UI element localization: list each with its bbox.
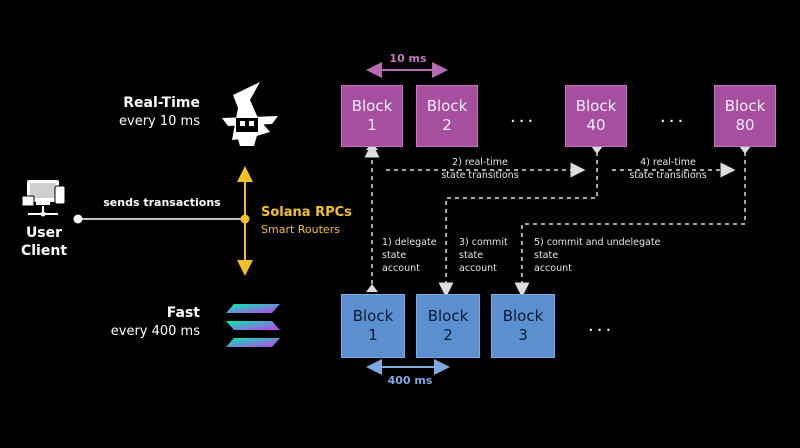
step2-line1: 2) real-time xyxy=(452,157,508,168)
realtime-block: Block 80 xyxy=(714,85,776,147)
realtime-subtitle: every 10 ms xyxy=(119,114,200,129)
step3-label: 3) commit state account xyxy=(459,236,508,275)
block80-bottom-marker xyxy=(739,146,751,154)
realtime-block: Block 2 xyxy=(416,85,478,147)
step3-line3: account xyxy=(459,263,497,274)
block-label: Block xyxy=(502,307,544,325)
block-number: 1 xyxy=(367,116,377,134)
fast-block: Block 3 xyxy=(491,294,555,358)
rpc-title: Solana RPCs xyxy=(261,205,352,220)
step4-line1: 4) real-time xyxy=(640,157,696,168)
fast-ellipsis: ... xyxy=(588,315,615,336)
realtime-ellipsis-2: ... xyxy=(660,106,687,127)
step3-line2: state xyxy=(459,250,484,261)
step2-label: 2) real-time state transitions xyxy=(430,156,530,182)
fast-block: Block 2 xyxy=(416,294,480,358)
user-client-label: User Client xyxy=(14,224,74,260)
sends-transactions-label: sends transactions xyxy=(103,196,221,209)
step5-label: 5) commit and undelegate state account xyxy=(534,236,660,275)
block-number: 2 xyxy=(443,326,453,344)
block-number: 1 xyxy=(368,326,378,344)
step1-line1: 1) delegate xyxy=(382,237,437,248)
step5-line3: account xyxy=(534,263,572,274)
block-number: 40 xyxy=(586,116,606,134)
block-number: 3 xyxy=(518,326,528,344)
user-line2: Client xyxy=(20,243,68,259)
step1-label: 1) delegate state account xyxy=(382,236,437,275)
step1-line2: state xyxy=(382,250,407,261)
step2-line2: state transitions xyxy=(441,170,519,181)
realtime-ellipsis-1: ... xyxy=(510,106,537,127)
realtime-block: Block 40 xyxy=(565,85,627,147)
fast-label: Fast every 400 ms xyxy=(80,305,200,339)
step4-line2: state transitions xyxy=(629,170,707,181)
user-line1: User xyxy=(25,225,63,241)
realtime-title: Real-Time xyxy=(123,95,200,111)
block-label: Block xyxy=(575,97,617,115)
step5-line2: state xyxy=(534,250,559,261)
block-label: Block xyxy=(351,97,393,115)
step1-line3: account xyxy=(382,263,420,274)
fast-block1-top-marker xyxy=(366,284,378,292)
block-label: Block xyxy=(352,307,394,325)
fast-title: Fast xyxy=(166,305,200,321)
rpc-subtitle: Smart Routers xyxy=(261,223,340,236)
block-number: 2 xyxy=(442,116,452,134)
block-number: 80 xyxy=(735,116,755,134)
block-label: Block xyxy=(427,307,469,325)
fast-interval-label: 400 ms xyxy=(387,374,433,387)
step5-commit-undelegate-arrow xyxy=(514,152,746,298)
realtime-interval-label: 10 ms xyxy=(389,52,427,65)
step3-line1: 3) commit xyxy=(459,237,508,248)
step4-label: 4) real-time state transitions xyxy=(618,156,718,182)
realtime-label: Real-Time every 10 ms xyxy=(80,95,200,129)
step3-commit-arrow xyxy=(438,152,598,298)
realtime-block: Block 1 xyxy=(341,85,403,147)
user-line-start-dot xyxy=(73,214,83,224)
rpc-label: Solana RPCs Smart Routers xyxy=(261,205,371,236)
block-label: Block xyxy=(724,97,766,115)
fast-block: Block 1 xyxy=(341,294,405,358)
step5-line1: 5) commit and undelegate xyxy=(534,237,661,248)
block-label: Block xyxy=(426,97,468,115)
fast-subtitle: every 400 ms xyxy=(110,324,200,339)
block40-bottom-marker xyxy=(591,146,603,154)
